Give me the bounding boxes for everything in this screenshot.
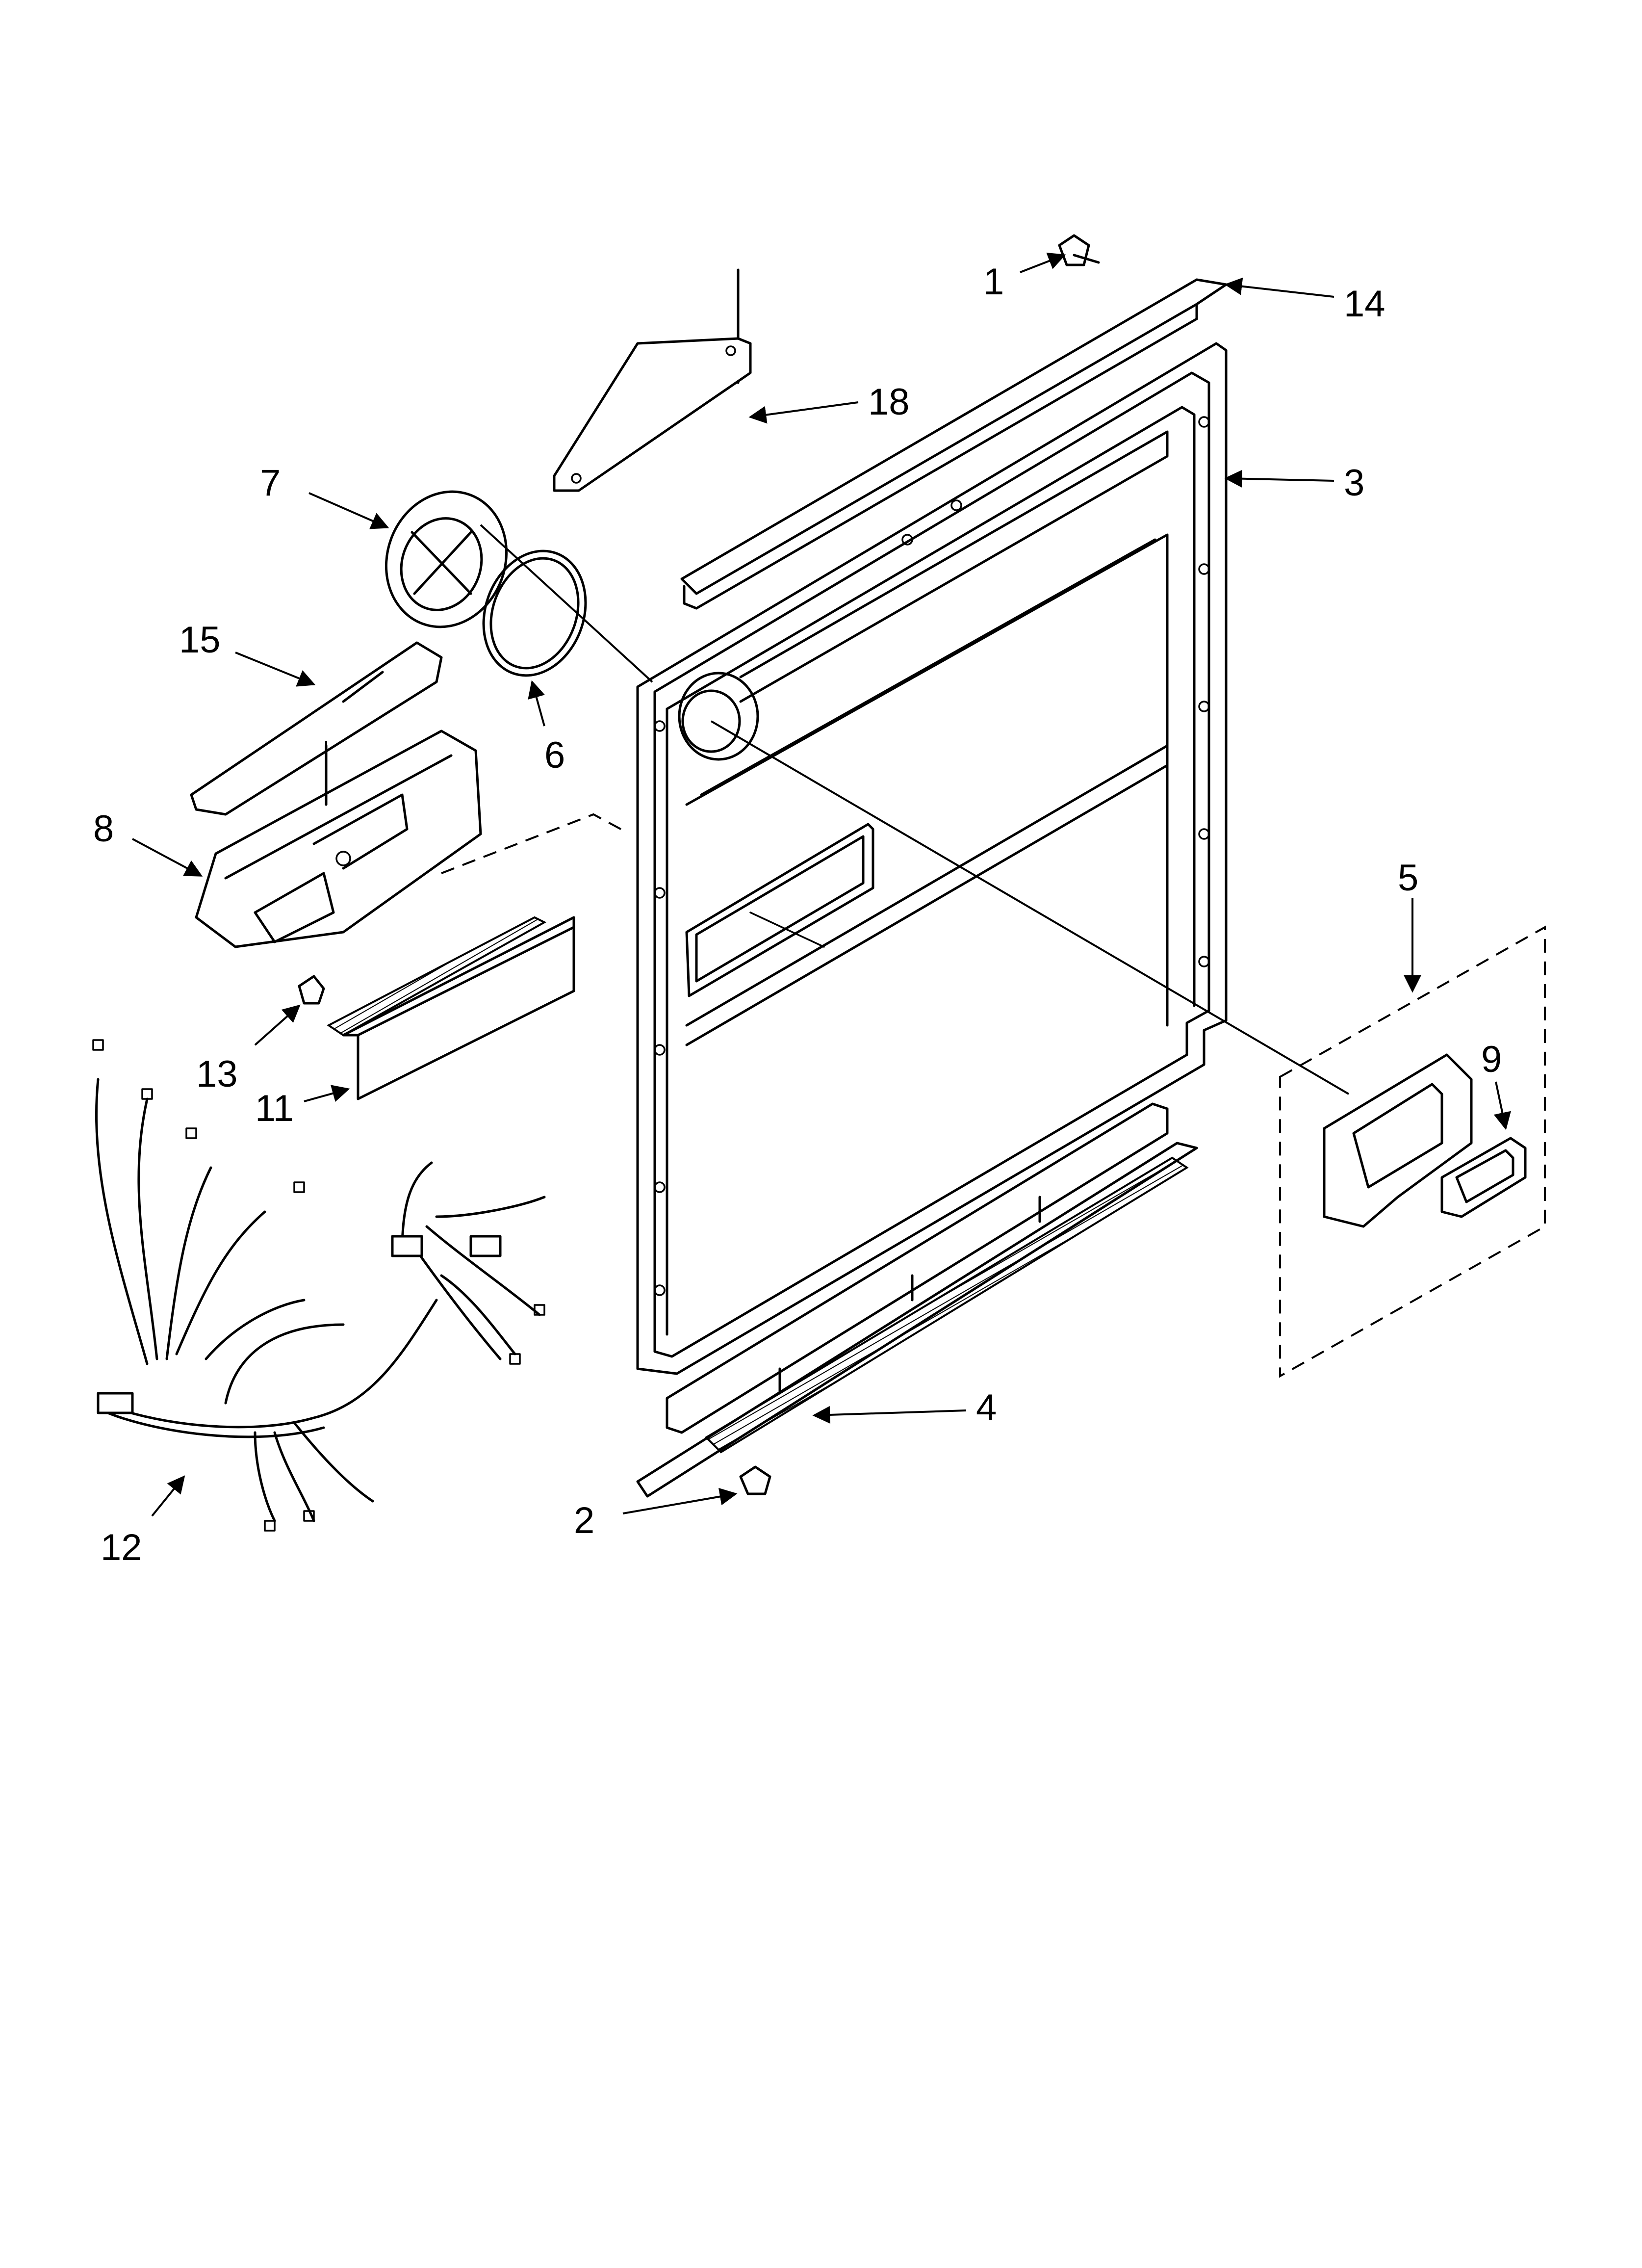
inner-door-panel: [636, 342, 1228, 1375]
panel-screw-holes: [654, 416, 1210, 1296]
callout-12: 12: [101, 1527, 142, 1568]
callout-9: 9: [1481, 1039, 1502, 1080]
vent-part-7: [385, 490, 508, 628]
assembly-lines: [325, 524, 1350, 1095]
screw-part-2: [739, 1465, 771, 1495]
insulation-part-11: [327, 916, 575, 1100]
screw-part-13: [298, 975, 325, 1005]
callout-8: 8: [93, 808, 114, 850]
wire-harness-part-12: [92, 1039, 546, 1532]
screw-part-1: [1058, 234, 1100, 266]
vent-assembly-part-5: [1279, 925, 1546, 1378]
callout-labels: 1 2 3 4 5 6 7 8 9 11 12 13 14 15 18: [93, 261, 1502, 1568]
callout-4: 4: [976, 1387, 997, 1429]
callout-arrows: [132, 252, 1511, 1517]
callout-15: 15: [179, 619, 221, 661]
callout-2: 2: [574, 1500, 594, 1541]
bracket-part-18: [553, 268, 752, 492]
callout-1: 1: [983, 261, 1004, 303]
callout-18: 18: [868, 381, 910, 423]
gasket-part-6: [482, 549, 587, 677]
callout-11: 11: [255, 1088, 294, 1129]
bottom-trim-part-4: [636, 1102, 1198, 1498]
bracket-part-15: [190, 641, 443, 816]
gasket-part-9: [1440, 1137, 1527, 1218]
callout-14: 14: [1344, 283, 1385, 325]
top-trim-strip: [680, 278, 1228, 610]
callout-6: 6: [544, 734, 565, 776]
callout-13: 13: [196, 1053, 238, 1095]
callout-5: 5: [1398, 857, 1418, 899]
callout-7: 7: [260, 462, 281, 504]
callout-3: 3: [1344, 462, 1364, 504]
